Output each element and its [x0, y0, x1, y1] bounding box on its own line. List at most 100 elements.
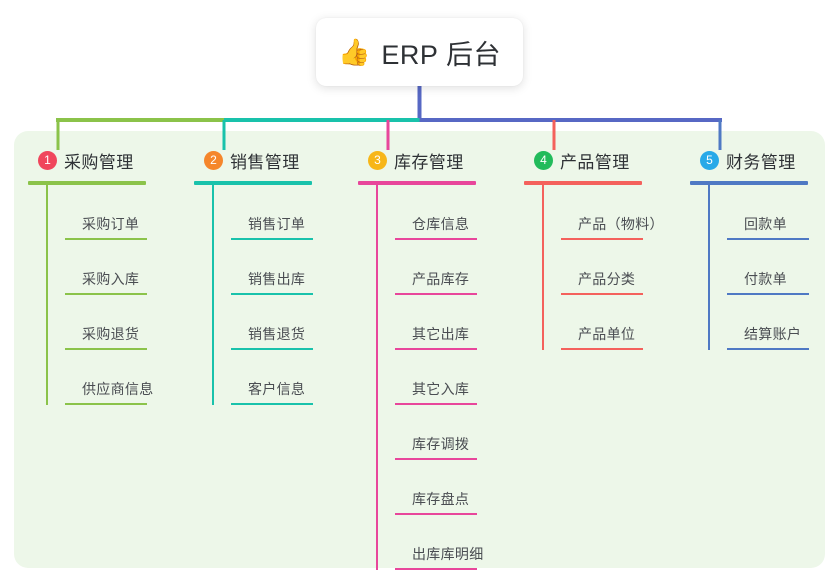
branch-item-list: 销售订单销售出库销售退货客户信息 [194, 185, 313, 405]
branch-number-badge: 1 [38, 150, 57, 170]
branch-item-label: 其它入库 [412, 381, 470, 397]
branch-item[interactable]: 出库库明细 [376, 515, 483, 570]
branch-item-underline [561, 238, 643, 240]
branch-item[interactable]: 产品（物料） [542, 185, 664, 240]
branch-item-label: 产品库存 [412, 271, 470, 287]
thumbs-up-icon: 👍 [338, 37, 371, 67]
branch-item-underline [395, 513, 477, 515]
branch-column-4: 4 产品管理产品（物料） 产品分类产品单位 [524, 148, 664, 350]
branch-spine [708, 185, 710, 350]
branch-item-underline [231, 293, 313, 295]
branch-item-label: 客户信息 [248, 381, 306, 397]
branch-title: 产品管理 [560, 152, 630, 172]
branch-item-underline [727, 293, 809, 295]
branch-item-underline [65, 238, 147, 240]
branch-item[interactable]: 销售订单 [212, 185, 313, 240]
branch-item-label: 销售出库 [248, 271, 306, 287]
branch-item[interactable]: 库存盘点 [376, 460, 477, 515]
branch-item-label: 销售退货 [248, 326, 306, 342]
branch-item[interactable]: 采购入库 [46, 240, 147, 295]
branch-item-label: 采购退货 [82, 326, 140, 342]
branch-item-label: 库存盘点 [412, 491, 470, 507]
branch-column-2: 2 销售管理销售订单销售出库销售退货客户信息 [194, 148, 313, 405]
branch-item[interactable]: 结算账户 [708, 295, 809, 350]
branch-title: 采购管理 [64, 152, 134, 172]
root-node[interactable]: 👍 ERP 后台 [316, 18, 523, 86]
branch-spine [46, 185, 48, 405]
branch-header-4[interactable]: 4 产品管理 [524, 148, 642, 172]
branch-item[interactable]: 采购退货 [46, 295, 147, 350]
branch-item-underline [231, 403, 313, 405]
branch-item-underline [65, 403, 147, 405]
branch-item-underline [727, 348, 809, 350]
branch-underline [690, 181, 808, 185]
branch-header-3[interactable]: 3 库存管理 [358, 148, 476, 172]
branch-item-underline [65, 293, 147, 295]
branch-item[interactable]: 销售出库 [212, 240, 313, 295]
branch-item-underline [561, 293, 643, 295]
branch-item[interactable]: 产品分类 [542, 240, 643, 295]
branch-column-1: 1 采购管理采购订单采购入库采购退货供应商信息 [28, 148, 153, 405]
branch-item-label: 其它出库 [412, 326, 470, 342]
branch-item-label: 出库库明细 [412, 546, 484, 562]
branch-item-underline [395, 348, 477, 350]
root-node-title: ERP 后台 [381, 39, 501, 70]
branch-item-label: 采购订单 [82, 216, 140, 232]
branch-title: 库存管理 [394, 152, 464, 172]
branch-item-underline [727, 238, 809, 240]
branch-item-label: 仓库信息 [412, 216, 470, 232]
branch-number-badge: 3 [368, 150, 387, 170]
branch-column-3: 3 库存管理仓库信息产品库存其它出库其它入库库存调拨库存盘点出库库明细 [358, 148, 483, 570]
branch-item-underline [395, 403, 477, 405]
branch-item-underline [395, 293, 477, 295]
branch-item-list: 回款单付款单结算账户 [690, 185, 809, 350]
branch-header-2[interactable]: 2 销售管理 [194, 148, 312, 172]
branch-item-underline [65, 348, 147, 350]
branch-item[interactable]: 回款单 [708, 185, 809, 240]
branch-item-list: 采购订单采购入库采购退货供应商信息 [28, 185, 153, 405]
branch-number-badge: 5 [700, 150, 719, 170]
branch-item[interactable]: 仓库信息 [376, 185, 477, 240]
branch-underline [28, 181, 146, 185]
branch-item[interactable]: 采购订单 [46, 185, 147, 240]
branch-underline [194, 181, 312, 185]
branch-item[interactable]: 其它出库 [376, 295, 477, 350]
branch-item-label: 产品（物料） [578, 216, 664, 232]
branch-column-5: 5 财务管理回款单付款单结算账户 [690, 148, 809, 350]
branch-item-label: 销售订单 [248, 216, 306, 232]
branch-item[interactable]: 库存调拨 [376, 405, 477, 460]
branch-item-label: 回款单 [744, 216, 787, 232]
branch-item-underline [395, 568, 477, 570]
branch-item[interactable]: 供应商信息 [46, 350, 153, 405]
branch-header-5[interactable]: 5 财务管理 [690, 148, 808, 172]
branch-number-badge: 2 [204, 150, 223, 170]
branch-item[interactable]: 客户信息 [212, 350, 313, 405]
branch-spine [376, 185, 378, 570]
branch-underline [358, 181, 476, 185]
branch-item-label: 产品单位 [578, 326, 636, 342]
branch-item-label: 采购入库 [82, 271, 140, 287]
branch-item-label: 库存调拨 [412, 436, 470, 452]
branch-item-underline [231, 238, 313, 240]
branch-item[interactable]: 产品单位 [542, 295, 643, 350]
branch-item-label: 产品分类 [578, 271, 636, 287]
branch-item[interactable]: 付款单 [708, 240, 809, 295]
branch-item-underline [231, 348, 313, 350]
branch-spine [542, 185, 544, 350]
branch-item-list: 产品（物料） 产品分类产品单位 [524, 185, 664, 350]
branch-item-underline [395, 458, 477, 460]
branch-item-label: 供应商信息 [82, 381, 154, 397]
branch-title: 销售管理 [230, 152, 300, 172]
branch-item[interactable]: 销售退货 [212, 295, 313, 350]
branch-item-label: 付款单 [744, 271, 787, 287]
branch-item[interactable]: 其它入库 [376, 350, 477, 405]
branch-number-badge: 4 [534, 150, 553, 170]
branch-item-underline [561, 348, 643, 350]
branch-title: 财务管理 [726, 152, 796, 172]
branch-item-underline [395, 238, 477, 240]
branch-item[interactable]: 产品库存 [376, 240, 477, 295]
branch-header-1[interactable]: 1 采购管理 [28, 148, 146, 172]
branch-spine [212, 185, 214, 405]
branch-item-label: 结算账户 [744, 326, 802, 342]
branch-item-list: 仓库信息产品库存其它出库其它入库库存调拨库存盘点出库库明细 [358, 185, 483, 570]
